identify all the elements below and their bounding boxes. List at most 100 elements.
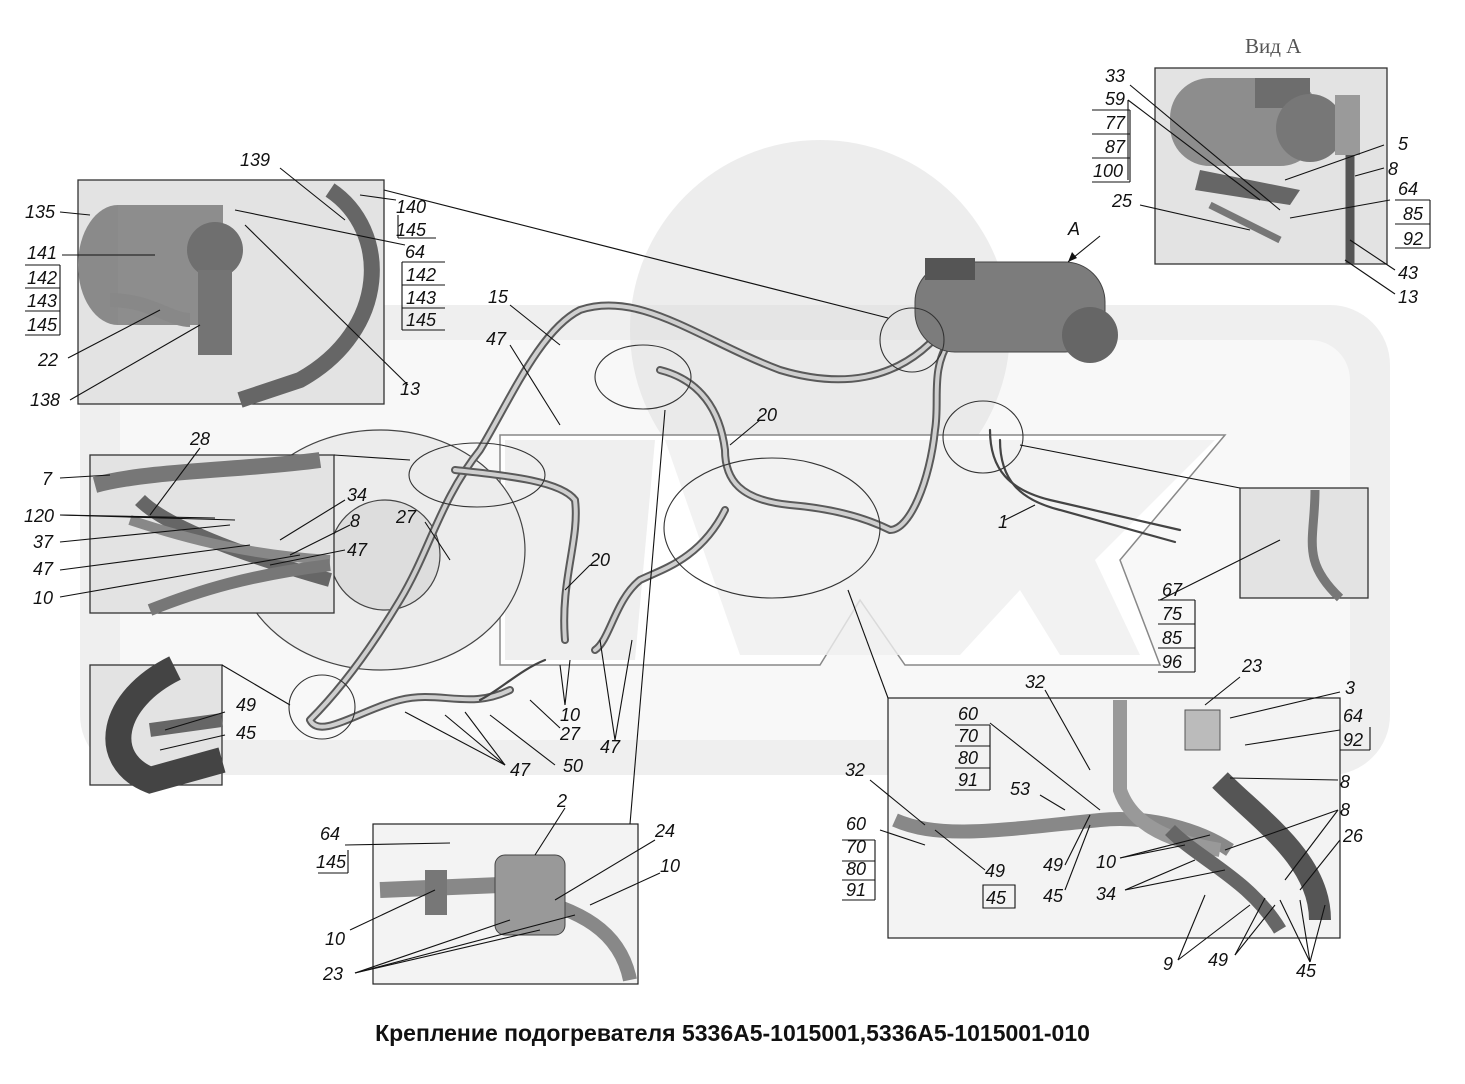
callout-92: 92 [1403, 229, 1423, 249]
callout-28: 28 [189, 429, 210, 449]
callout-20: 20 [756, 405, 777, 425]
callout-8: 8 [350, 511, 360, 531]
callout-13: 13 [400, 379, 420, 399]
callout-135: 135 [25, 202, 56, 222]
callout-141: 141 [27, 243, 57, 263]
callout-27: 27 [395, 507, 417, 527]
callout-145: 145 [396, 220, 427, 240]
callout-53: 53 [1010, 779, 1030, 799]
callout-34: 34 [347, 485, 367, 505]
callout-3: 3 [1345, 678, 1355, 698]
callout-34: 34 [1096, 884, 1116, 904]
callout-145: 145 [406, 310, 437, 330]
callout-10: 10 [1096, 852, 1116, 872]
callout-13: 13 [1398, 287, 1418, 307]
callout-92: 92 [1343, 730, 1363, 750]
callout-64: 64 [1398, 179, 1418, 199]
view-a-title: Вид А [1245, 34, 1302, 58]
callout-77: 77 [1105, 113, 1126, 133]
callout-142: 142 [406, 265, 436, 285]
callout-96: 96 [1162, 652, 1183, 672]
callout-47: 47 [510, 760, 531, 780]
callout-85: 85 [1162, 628, 1183, 648]
callout-50: 50 [563, 756, 583, 776]
callout-10: 10 [660, 856, 680, 876]
callout-120: 120 [24, 506, 54, 526]
callout-138: 138 [30, 390, 60, 410]
callout-20: 20 [589, 550, 610, 570]
inset-view-a [1154, 67, 1388, 265]
callout-47: 47 [486, 329, 507, 349]
callout-49: 49 [985, 861, 1005, 881]
callout-7: 7 [42, 469, 53, 489]
callout-45: 45 [986, 888, 1007, 908]
callout-49: 49 [236, 695, 256, 715]
hose-routing [306, 258, 1182, 731]
callout-145: 145 [316, 852, 347, 872]
callout-23: 23 [1241, 656, 1262, 676]
inset-left-middle [89, 452, 335, 616]
callout-47: 47 [600, 737, 621, 757]
callout-91: 91 [958, 770, 978, 790]
diagram-caption: Крепление подогревателя 5336А5-1015001,5… [375, 1020, 1090, 1046]
callout-2: 2 [556, 791, 567, 811]
callout-70: 70 [846, 837, 866, 857]
callout-26: 26 [1342, 826, 1364, 846]
callout-67: 67 [1162, 580, 1183, 600]
callout-45: 45 [1296, 961, 1317, 981]
callout-5: 5 [1398, 134, 1409, 154]
callout-143: 143 [27, 291, 57, 311]
callout-60: 60 [958, 704, 978, 724]
callout-8: 8 [1388, 159, 1398, 179]
callout-24: 24 [654, 821, 675, 841]
callout-47: 47 [347, 540, 368, 560]
callout-143: 143 [406, 288, 436, 308]
callout-142: 142 [27, 268, 57, 288]
callout-70: 70 [958, 726, 978, 746]
callout-33: 33 [1105, 66, 1125, 86]
callout-45: 45 [236, 723, 257, 743]
callout-32: 32 [1025, 672, 1045, 692]
callout-25: 25 [1111, 191, 1133, 211]
callout-1: 1 [998, 512, 1008, 532]
callout-43: 43 [1398, 263, 1418, 283]
callout-box-frames [25, 109, 1431, 909]
detail-rings [288, 307, 1024, 740]
callout-10: 10 [325, 929, 345, 949]
inset-bottom-center [372, 823, 639, 985]
callout-75: 75 [1162, 604, 1183, 624]
callout-139: 139 [240, 150, 270, 170]
callout-60: 60 [846, 814, 866, 834]
callout-64: 64 [1343, 706, 1363, 726]
callout-10: 10 [560, 705, 580, 725]
callout-49: 49 [1208, 950, 1228, 970]
callout-10: 10 [33, 588, 53, 608]
callout-45: 45 [1043, 886, 1064, 906]
callout-59: 59 [1105, 89, 1125, 109]
callout-87: 87 [1105, 137, 1126, 157]
callout-64: 64 [405, 242, 425, 262]
callout-80: 80 [846, 859, 866, 879]
callout-47: 47 [33, 559, 54, 579]
inset-right-middle [1239, 487, 1369, 602]
callout-22: 22 [37, 350, 58, 370]
callout-8: 8 [1340, 800, 1350, 820]
callout-32: 32 [845, 760, 865, 780]
callout-27: 27 [559, 724, 581, 744]
callout-80: 80 [958, 748, 978, 768]
view-a-arrow-label: А [1067, 219, 1080, 239]
callout-140: 140 [396, 197, 426, 217]
callout-145: 145 [27, 315, 58, 335]
callout-91: 91 [846, 880, 866, 900]
callout-labels: Вид А А 33 59 77 87 100 5 8 64 85 92 25 … [24, 34, 1424, 984]
callout-49: 49 [1043, 855, 1063, 875]
callout-64: 64 [320, 824, 340, 844]
callout-15: 15 [488, 287, 509, 307]
callout-100: 100 [1093, 161, 1123, 181]
callout-37: 37 [33, 532, 54, 552]
callout-85: 85 [1403, 204, 1424, 224]
inset-connectors [221, 189, 1241, 825]
callout-leaders [59, 84, 1396, 974]
inset-top-left [77, 179, 385, 408]
